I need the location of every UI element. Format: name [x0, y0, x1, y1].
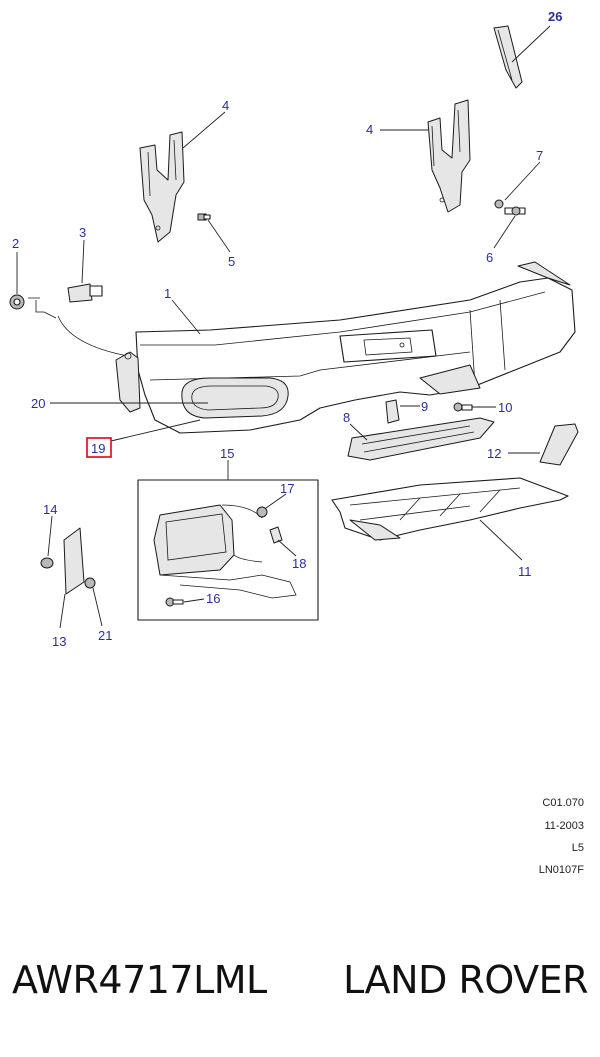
part-12-end-cap — [539, 423, 579, 466]
callout-numbers: 26 4 4 7 5 6 2 3 1 20 19 8 9 10 12 15 17… — [12, 9, 562, 649]
parts-exploded-diagram: 26 4 4 7 5 6 2 3 1 20 19 8 9 10 12 15 17… — [9, 9, 579, 649]
callout-3: 3 — [79, 225, 86, 240]
callout-9: 9 — [421, 399, 428, 414]
callout-20: 20 — [31, 396, 45, 411]
part-13-plate — [63, 527, 85, 595]
callout-17: 17 — [280, 481, 294, 496]
callout-11: 11 — [518, 564, 532, 579]
diagram-level: L5 — [571, 842, 584, 854]
callout-13: 13 — [52, 634, 66, 649]
inset-box-part-15 — [137, 479, 319, 621]
part-2-plug — [9, 294, 25, 310]
part-26-trim-strip — [493, 25, 523, 89]
callout-6: 6 — [486, 250, 493, 265]
part-3-stud — [67, 283, 103, 303]
callout-10: 10 — [498, 400, 512, 415]
part-4-left-bracket — [139, 131, 185, 243]
callout-4-right: 4 — [366, 122, 373, 137]
callout-8: 8 — [343, 410, 350, 425]
brand-name: LAND ROVER — [343, 958, 588, 1002]
callout-15: 15 — [220, 446, 234, 461]
part-6-bolt — [504, 206, 526, 216]
part-7-nut — [494, 199, 504, 209]
callout-1: 1 — [164, 286, 171, 301]
diagram-id: LN0107F — [538, 864, 584, 876]
callout-5: 5 — [228, 254, 235, 269]
part-1-rear-bumper — [135, 261, 576, 434]
callout-26: 26 — [548, 9, 562, 24]
leader-lines — [16, 25, 551, 629]
part-10-screw — [453, 402, 473, 412]
part-8-cover-plate — [347, 417, 495, 461]
diagram-reference-code: C01.070 — [542, 797, 584, 809]
callout-18: 18 — [292, 556, 306, 571]
callout-16: 16 — [206, 591, 220, 606]
callout-14: 14 — [43, 502, 57, 517]
highlight-box-19 — [86, 437, 112, 458]
diagram-date: 11-2003 — [544, 820, 584, 832]
part-9-clip — [385, 399, 400, 424]
callout-12: 12 — [487, 446, 501, 461]
callout-21: 21 — [98, 628, 112, 643]
part-11-under-tray — [331, 477, 569, 541]
callout-2: 2 — [12, 236, 19, 251]
side-mount-bracket — [115, 351, 141, 413]
callout-4-left: 4 — [222, 98, 229, 113]
part-21-clip — [84, 577, 96, 589]
part-5-screw — [197, 213, 211, 221]
part-4-right-bracket — [427, 99, 471, 213]
part-number: AWR4717LML — [12, 958, 267, 1002]
callout-7: 7 — [536, 148, 543, 163]
part-14-plug — [40, 557, 54, 569]
footer-caption: AWR4717LML LAND ROVER — [0, 950, 600, 1010]
callout-19: 19 — [91, 441, 105, 456]
